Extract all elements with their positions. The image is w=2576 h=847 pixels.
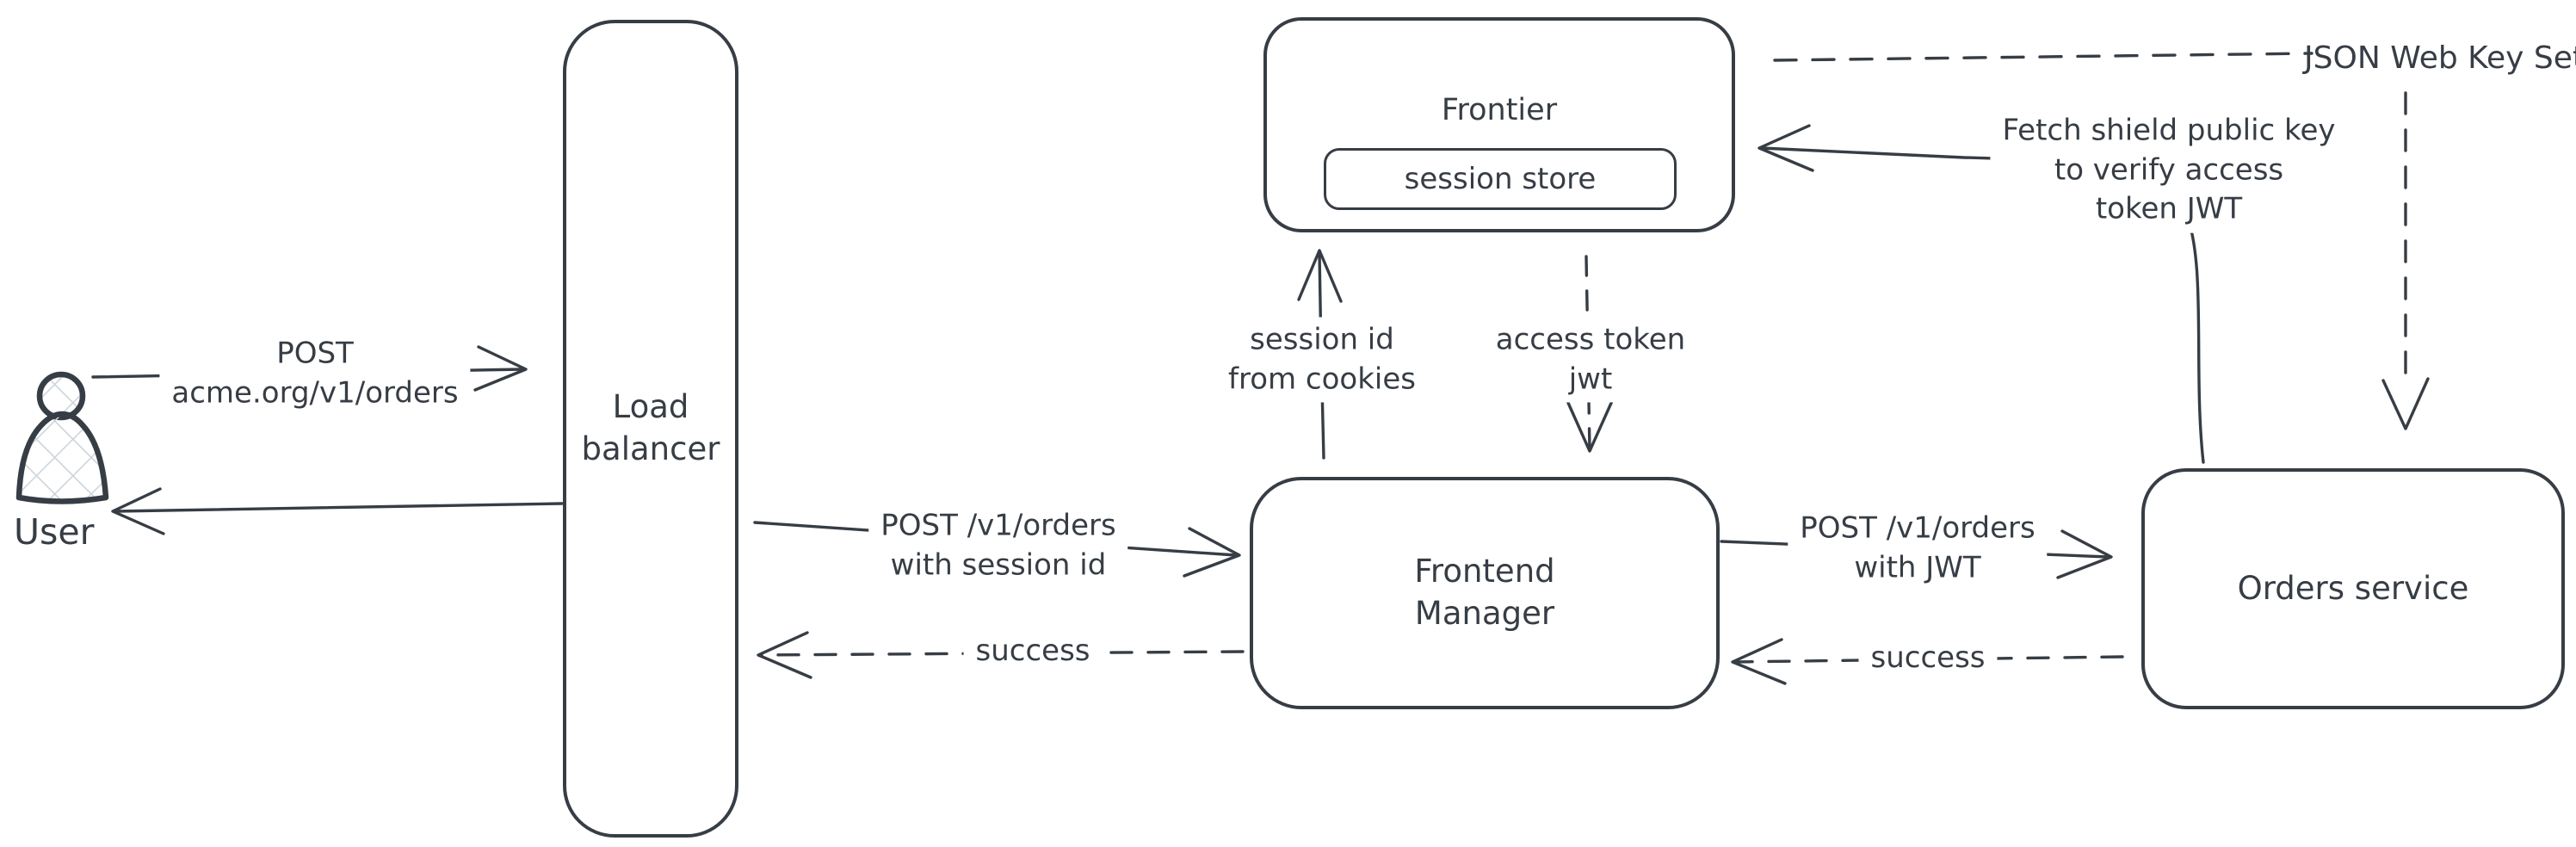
- node-orders-service: Orders service: [2141, 468, 2565, 709]
- label-json-web-key-set: JSON Web Key Set: [2304, 40, 2576, 76]
- edge-label-post-orders-jwt: POST /v1/orders with JWT: [1788, 505, 2048, 591]
- arrow-frontier-to-frontend-manager: [1566, 255, 1614, 453]
- edge-label-session-id-from-cookies: session id from cookies: [1216, 317, 1428, 403]
- node-session-store: session store: [1324, 148, 1677, 210]
- edge-label-post-acme-orders: POST acme.org/v1/orders: [159, 331, 471, 417]
- node-frontier: Frontier session store: [1263, 17, 1735, 232]
- line-frontier-to-jwks: [1773, 52, 2313, 62]
- edge-label-access-token-jwt: access token jwt: [1483, 317, 1698, 403]
- user-icon: [15, 371, 109, 504]
- edge-label-fetch-shield-public-key: Fetch shield public key to verify access…: [1990, 108, 2348, 233]
- arrow-jwks-to-orders-service: [2381, 91, 2430, 430]
- arrow-load-balancer-to-user: [111, 487, 564, 535]
- node-frontend-manager: Frontend Manager: [1250, 477, 1720, 709]
- edge-label-post-orders-session-id: POST /v1/orders with session id: [868, 503, 1128, 589]
- orders-service-label: Orders service: [2237, 569, 2469, 607]
- user-node-label: User: [14, 511, 95, 553]
- frontend-manager-label: Frontend Manager: [1414, 553, 1555, 632]
- node-load-balancer: Load balancer: [563, 20, 738, 838]
- frontier-label: Frontier: [1441, 93, 1558, 127]
- edge-label-success-right: success: [1858, 635, 1998, 682]
- edge-label-success-left: success: [963, 628, 1103, 675]
- load-balancer-label: Load balancer: [581, 388, 720, 467]
- session-store-label: session store: [1404, 161, 1597, 196]
